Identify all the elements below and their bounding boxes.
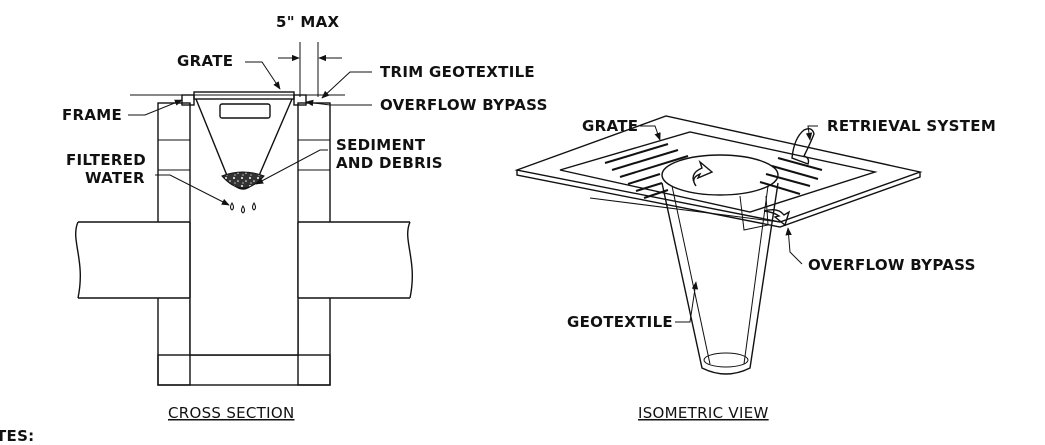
label-frame: FRAME xyxy=(62,106,122,124)
leader-filtered-water xyxy=(155,174,230,206)
iso-grate xyxy=(559,131,878,213)
leader-iso-overflow xyxy=(785,227,803,265)
iso-flow-arrow-left xyxy=(692,159,714,187)
water-droplets xyxy=(230,202,256,214)
label-grate-left: GRATE xyxy=(177,52,233,70)
iso-retrieval-handle xyxy=(791,127,815,165)
leader-frame xyxy=(128,99,183,116)
grate-section xyxy=(193,91,295,100)
title-isometric-view: ISOMETRIC VIEW xyxy=(638,404,769,422)
label-sediment-line2: AND DEBRIS xyxy=(336,154,443,172)
leader-overflow-bypass xyxy=(305,99,372,107)
label-dimension: 5" MAX xyxy=(276,13,340,31)
dimension-5in xyxy=(278,42,342,97)
leader-retrieval xyxy=(805,125,818,141)
overflow-bypass-opening xyxy=(219,103,271,119)
sediment-fill xyxy=(221,171,265,189)
iso-grate-slots xyxy=(604,143,823,199)
leader-grate xyxy=(245,61,281,90)
leader-trim-geotextile xyxy=(321,71,372,99)
iso-geotextile-bag xyxy=(661,182,779,375)
notes-heading: TES: xyxy=(0,427,34,445)
label-overflow-bypass-left: OVERFLOW BYPASS xyxy=(380,96,548,114)
label-filtered-line2: WATER xyxy=(85,169,145,187)
leader-iso-grate xyxy=(640,125,661,141)
left-pipe xyxy=(74,221,191,299)
iso-overflow-slot xyxy=(739,195,769,231)
label-sediment-line1: SEDIMENT xyxy=(336,136,426,154)
isometric-drawing xyxy=(514,115,923,375)
leader-sediment xyxy=(255,149,328,185)
title-cross-section: CROSS SECTION xyxy=(168,404,295,422)
iso-opening xyxy=(661,154,779,196)
label-geotextile: GEOTEXTILE xyxy=(567,313,673,331)
label-retrieval-system: RETRIEVAL SYSTEM xyxy=(827,117,996,135)
leader-iso-geotextile xyxy=(675,281,699,323)
cross-section-drawing xyxy=(74,42,414,386)
basin-floor xyxy=(157,354,331,386)
right-pipe xyxy=(297,221,414,299)
label-overflow-bypass-right: OVERFLOW BYPASS xyxy=(808,256,976,274)
label-filtered-line1: FILTERED xyxy=(66,151,146,169)
label-trim-geotextile: TRIM GEOTEXTILE xyxy=(380,63,535,81)
label-grate-right: GRATE xyxy=(582,117,638,135)
